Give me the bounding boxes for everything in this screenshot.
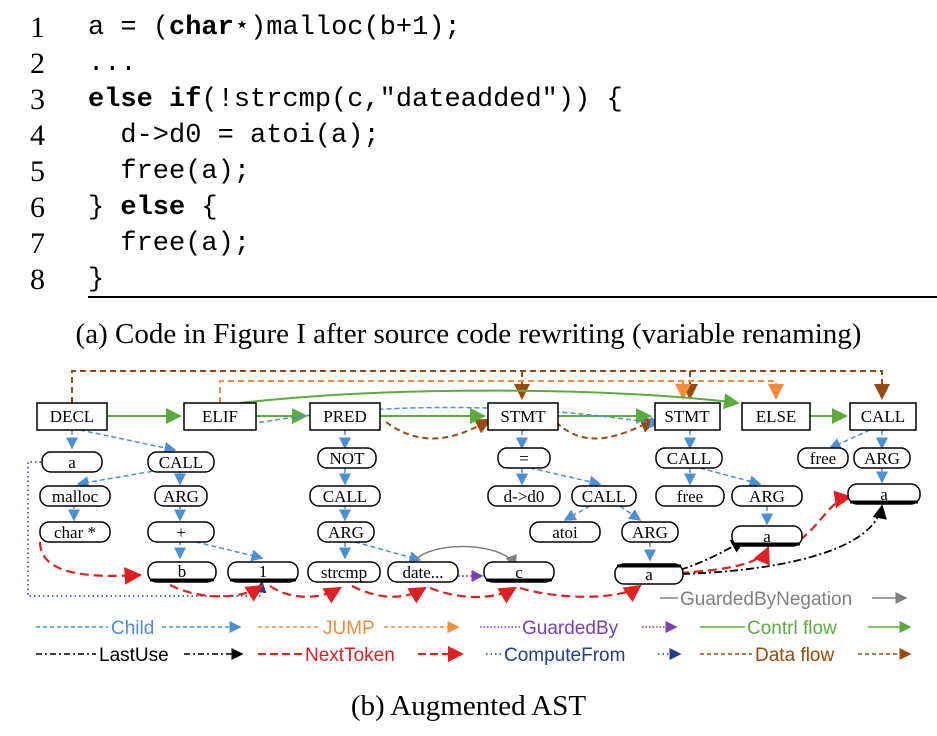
legend-label-guarded-by: GuardedBy	[522, 618, 619, 639]
code-divider	[88, 296, 937, 298]
node-malloc: malloc	[52, 487, 99, 506]
code-keyword: char	[169, 13, 234, 43]
token-underlines	[150, 500, 918, 582]
code-text: }	[88, 262, 104, 298]
code-text: ...	[88, 46, 137, 82]
node-call-free-1: CALL	[667, 449, 711, 468]
line-number: 3	[30, 83, 45, 116]
caption-b: (b) Augmented AST	[350, 690, 587, 722]
node-atoi: atoi	[552, 523, 578, 542]
next-token-edges	[38, 490, 853, 604]
node-assign: =	[519, 449, 529, 468]
legend-label-next-token: NextToken	[305, 645, 395, 666]
legend-label-child: Child	[111, 618, 154, 639]
jump-edges	[219, 380, 784, 403]
code-text: else if(!strcmp(c,"dateadded")) {	[88, 82, 623, 118]
expression-nodes	[39, 447, 921, 585]
code-text: } else {	[88, 190, 218, 226]
statement-nodes	[36, 402, 917, 431]
node-arg-free-2: ARG	[864, 449, 900, 468]
line-number: 2	[30, 47, 45, 80]
node-one: 1	[259, 562, 268, 581]
code-text: free(a);	[88, 226, 250, 262]
node-a-free-1: a	[763, 527, 771, 546]
node-free-1: free	[677, 487, 703, 506]
code-token: {	[185, 193, 218, 223]
code-token: free(a);	[88, 229, 251, 259]
node-call-atoi: CALL	[582, 487, 626, 506]
legend-next-token: NextToken	[258, 645, 464, 666]
code-token: ...	[88, 49, 137, 79]
legend-label-guarded-by-negation: GuardedByNegation	[680, 589, 852, 610]
child-edges	[66, 406, 888, 563]
node-stmt-1: STMT	[500, 407, 546, 426]
code-token: (!strcmp(c,"dateadded")) {	[201, 85, 623, 115]
legend-label-control-flow: Contrl flow	[747, 618, 837, 639]
node-d-d0: d->d0	[504, 487, 545, 506]
node-arg-strcmp: ARG	[328, 523, 364, 542]
node-else: ELSE	[756, 407, 797, 426]
legend-label-compute-from: ComputeFrom	[504, 645, 625, 666]
node-call-top: CALL	[861, 407, 905, 426]
legend-last-use: LastUse	[36, 645, 244, 666]
code-keyword: else	[120, 193, 186, 223]
code-token: }	[88, 193, 121, 223]
node-arg-atoi: ARG	[632, 523, 668, 542]
legend-label-data-flow: Data flow	[755, 645, 834, 666]
node-a-free-2: a	[880, 485, 888, 504]
code-token: d->d0 = atoi(a);	[88, 121, 380, 151]
node-a-decl: a	[68, 453, 76, 472]
legend-guarded-by-negation: GuardedByNegation	[660, 589, 908, 610]
node-not: NOT	[330, 449, 366, 468]
node-date: date...	[402, 563, 443, 582]
legend-label-jump: JUMP	[323, 618, 375, 639]
legend-jump: JUMP	[258, 618, 460, 639]
code-text: free(a);	[88, 154, 250, 190]
node-a-atoi: a	[645, 565, 653, 584]
node-arg-malloc: ARG	[163, 487, 199, 506]
node-strcmp: strcmp	[321, 563, 367, 582]
node-elif: ELIF	[202, 407, 238, 426]
code-text: d->d0 = atoi(a);	[88, 118, 380, 154]
line-number: 4	[30, 119, 45, 152]
node-b: b	[178, 562, 187, 581]
line-number: 8	[30, 263, 45, 296]
line-number: 5	[30, 155, 45, 188]
legend-label-last-use: LastUse	[99, 645, 169, 666]
node-stmt-2: STMT	[664, 407, 710, 426]
legend-child: Child	[36, 618, 242, 639]
legend-guarded-by: GuardedBy	[480, 618, 678, 639]
node-arg-free-1: ARG	[749, 487, 785, 506]
node-decl: DECL	[50, 407, 94, 426]
node-char-star: char *	[54, 523, 96, 542]
line-number: 7	[30, 227, 45, 260]
legend: GuardedByNegation Child JUMP GuardedBy C…	[36, 589, 912, 666]
legend-control-flow: Contrl flow	[700, 618, 912, 639]
legend-compute-from: ComputeFrom	[486, 645, 682, 666]
code-token: a = (	[88, 13, 170, 43]
code-token: free(a);	[88, 157, 251, 187]
code-keyword: else if	[88, 85, 202, 115]
node-call-malloc: CALL	[159, 453, 203, 472]
legend-data-flow: Data flow	[700, 645, 912, 666]
caption-a: (a) Code in Figure I after source code r…	[75, 318, 862, 350]
node-pred: PRED	[323, 407, 366, 426]
code-token: }	[88, 265, 105, 295]
line-number: 6	[30, 191, 45, 224]
node-plus: +	[176, 523, 186, 542]
line-number: 1	[30, 11, 45, 44]
node-call-strcmp: CALL	[323, 487, 367, 506]
code-text: a = (char⋆)malloc(b+1);	[88, 10, 461, 46]
node-free-2: free	[810, 449, 836, 468]
guarded-by-negation-edge	[411, 545, 517, 568]
code-token: ⋆)malloc(b+1);	[233, 13, 461, 43]
node-c: c	[515, 563, 523, 582]
